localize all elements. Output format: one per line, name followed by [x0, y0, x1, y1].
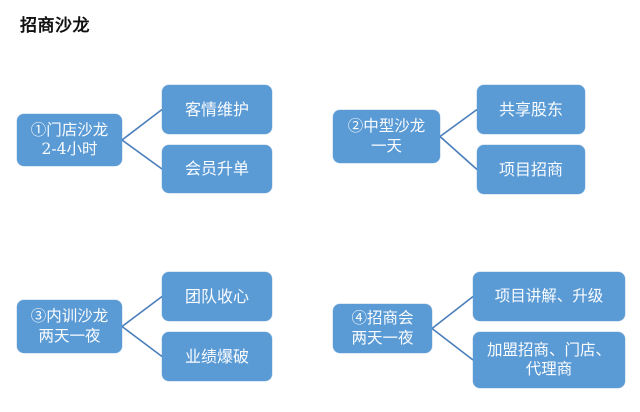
group-1-leaf-node-2[interactable]: 会员升单	[162, 145, 272, 193]
group-1-root-label: ①门店沙龙 2-4小时	[30, 120, 109, 158]
group-3-root-node[interactable]: ③内训沙龙 两天一夜	[17, 300, 122, 353]
group-4-root-node[interactable]: ④招商会 两天一夜	[333, 304, 432, 353]
group-2-root-label: ②中型沙龙 一天	[347, 117, 426, 155]
group-2-leaf-node-1[interactable]: 共享股东	[477, 85, 585, 134]
group-4-leaf-node-1[interactable]: 项目讲解、升级	[473, 272, 625, 321]
group-1-connector-2	[121, 139, 163, 170]
group-4-leaf-node-2[interactable]: 加盟招商、门店、 代理商	[473, 332, 625, 388]
group-2-root-node[interactable]: ②中型沙龙 一天	[333, 110, 440, 163]
group-1-leaf-label-2: 会员升单	[184, 159, 249, 178]
group-1-leaf-label-1: 客情维护	[184, 99, 249, 119]
group-2-leaf-label-2: 项目招商	[498, 159, 563, 179]
group-3-leaf-label-2: 业绩爆破	[184, 346, 249, 366]
group-1-leaf-node-1[interactable]: 客情维护	[162, 85, 272, 134]
group-2-connector-2	[439, 135, 478, 171]
group-4-connector-1	[431, 295, 474, 330]
group-4-connector-2	[431, 327, 474, 361]
group-4-leaf-label-2: 加盟招商、门店、 代理商	[486, 340, 611, 378]
group-2-leaf-node-2[interactable]: 项目招商	[477, 145, 585, 194]
group-3-connector-1	[121, 295, 163, 328]
group-2-connector-1	[439, 108, 478, 138]
group-2-leaf-label-1: 共享股东	[498, 99, 563, 119]
group-1-connector-1	[121, 108, 163, 141]
group-4-root-label: ④招商会 两天一夜	[351, 309, 414, 347]
group-3-connector-2	[121, 325, 163, 358]
group-3-leaf-node-2[interactable]: 业绩爆破	[162, 332, 272, 381]
group-3-root-label: ③内训沙龙 两天一夜	[30, 307, 109, 345]
group-1-root-node[interactable]: ①门店沙龙 2-4小时	[17, 114, 122, 166]
group-4-leaf-label-1: 项目讲解、升级	[494, 286, 604, 305]
group-3-leaf-label-1: 团队收心	[184, 286, 249, 306]
group-3-leaf-node-1[interactable]: 团队收心	[162, 272, 272, 321]
page-title: 招商沙龙	[20, 16, 90, 36]
